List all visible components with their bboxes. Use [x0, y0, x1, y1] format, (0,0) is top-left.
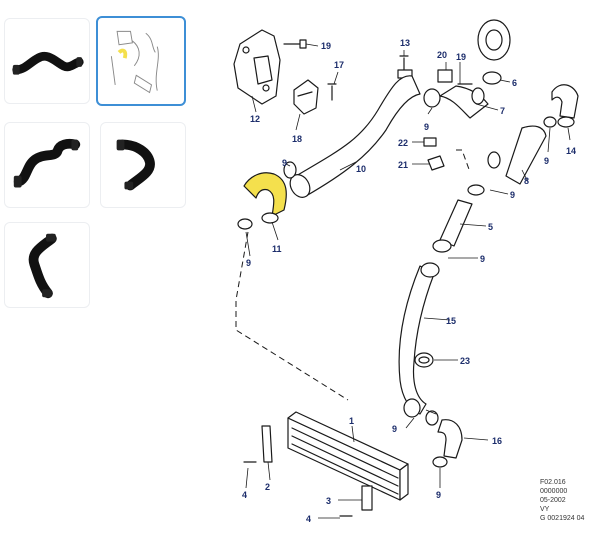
- callout-18: 18: [292, 134, 302, 144]
- callout-9d: 9: [510, 190, 515, 200]
- callout-19a: 19: [321, 41, 331, 51]
- callout-23: 23: [460, 356, 470, 366]
- callout-4a: 4: [242, 490, 247, 500]
- doc-ref-line-2: 0000000: [540, 488, 568, 495]
- part-5-hose: [439, 199, 473, 247]
- callout-9a: 9: [424, 122, 429, 132]
- callout-13: 13: [400, 38, 410, 48]
- doc-ref-line-4: VY: [540, 506, 550, 513]
- callout-10: 10: [356, 164, 366, 174]
- hose-image: [116, 139, 155, 191]
- callout-5: 5: [488, 222, 493, 232]
- thumbnail-hose-2[interactable]: [4, 122, 90, 208]
- callout-20: 20: [437, 50, 447, 60]
- part-11-hose: [243, 172, 287, 217]
- callout-3: 3: [326, 496, 331, 506]
- callout-9b: 9: [246, 258, 251, 268]
- part-16-elbow: [437, 419, 463, 459]
- thumbnail-hose-3[interactable]: [100, 122, 186, 208]
- callout-2: 2: [265, 482, 270, 492]
- doc-ref-line-1: F02.016: [540, 479, 566, 486]
- callout-8: 8: [524, 176, 529, 186]
- callout-9f: 9: [480, 254, 485, 264]
- callout-4b: 4: [306, 514, 311, 524]
- callout-16: 16: [492, 436, 502, 446]
- callout-12: 12: [250, 114, 260, 124]
- hose-image: [12, 51, 84, 75]
- thumbnail-hose-4[interactable]: [4, 222, 90, 308]
- document-reference: F02.016 0000000 05-2002 VY G 0021924 04: [540, 478, 600, 523]
- callout-9g: 9: [392, 424, 397, 434]
- part-18-clip: [293, 79, 319, 115]
- callout-9e: 9: [544, 156, 549, 166]
- doc-ref-line-3: 05-2002: [540, 497, 566, 504]
- callout-15: 15: [446, 316, 456, 326]
- callout-11: 11: [272, 244, 282, 254]
- thumbnail-hose-1[interactable]: [4, 18, 90, 104]
- callout-17: 17: [334, 60, 344, 70]
- thumbnail-diagram[interactable]: [96, 16, 186, 106]
- thumbnail-gallery: [0, 0, 200, 556]
- callout-1: 1: [349, 416, 354, 426]
- diagram-canvas: 19 13 20 19 6 7 12 18 17 9 10 11 9 9 22 …: [233, 19, 579, 524]
- callout-19b: 19: [456, 52, 466, 62]
- part-8-hose: [505, 125, 547, 185]
- hose-image: [13, 138, 81, 188]
- part-1-intercooler: [287, 411, 409, 501]
- callout-7: 7: [500, 106, 505, 116]
- callout-9h: 9: [436, 490, 441, 500]
- callout-22: 22: [398, 138, 408, 148]
- parts-diagram: 19 13 20 19 6 7 12 18 17 9 10 11 9 9 22 …: [208, 0, 607, 556]
- callout-9c: 9: [282, 158, 287, 168]
- diagram-thumbnail-image: [110, 30, 159, 94]
- part-14-elbow: [551, 84, 579, 119]
- part-10-hose: [295, 75, 421, 197]
- doc-ref-line-5: G 0021924 04: [540, 515, 585, 522]
- hose-image: [28, 233, 57, 299]
- part-15-hose: [398, 265, 435, 415]
- callout-21: 21: [398, 160, 408, 170]
- callout-14: 14: [566, 146, 576, 156]
- callout-6: 6: [512, 78, 517, 88]
